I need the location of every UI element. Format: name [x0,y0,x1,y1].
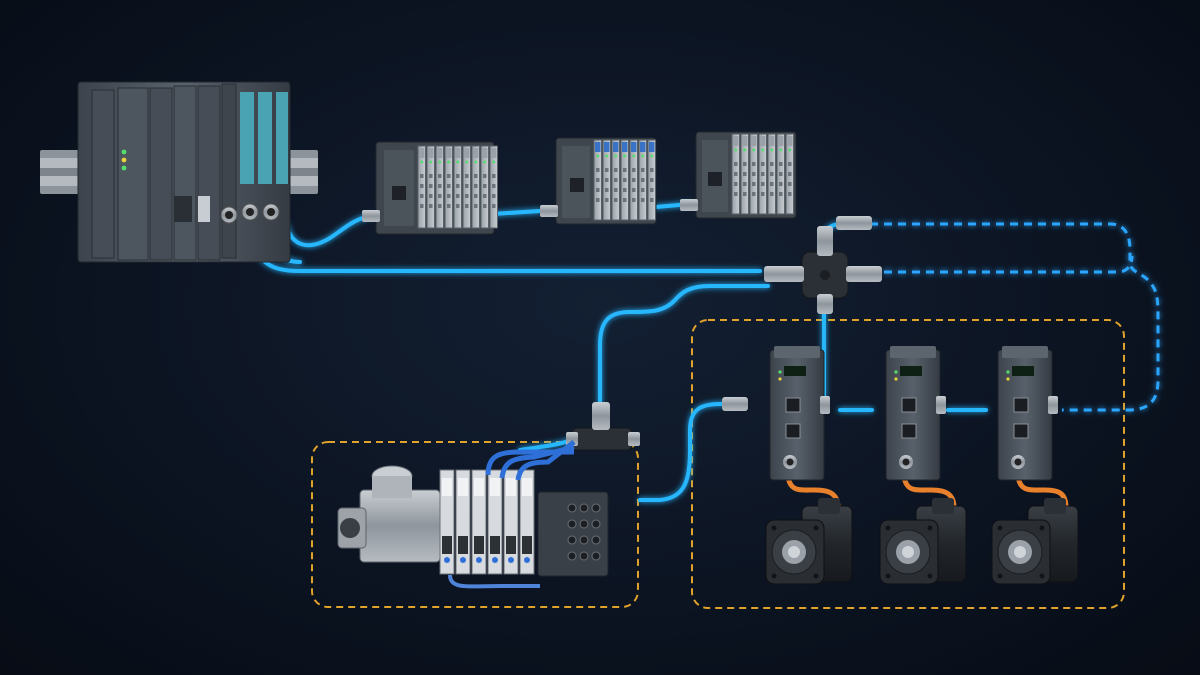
plc-rack-icon[interactable] [77,81,291,263]
bus-node-ports [567,503,601,561]
motors-group [765,498,1079,585]
io-module-icon[interactable] [555,137,657,225]
io-port [591,519,601,529]
link-plc-io1 [284,214,374,248]
plc-port-2[interactable] [241,203,259,221]
servo-drive-icon[interactable] [769,346,830,481]
link-plc-switch [246,220,762,273]
drives-group [769,346,1058,481]
servo-drive-icon[interactable] [997,346,1058,481]
connector-drive1-in [722,397,748,411]
encoder-cable-3 [1015,473,1069,511]
io-port [579,519,589,529]
connector-io1-in [362,210,380,222]
io-port [567,503,577,513]
io1-slots [417,145,498,229]
pneumatic-tubes [448,440,576,589]
servo-drive-icon[interactable] [885,346,946,481]
link-switch-ring-dashed [884,255,1134,274]
io-port [579,551,589,561]
io2-slots [593,139,656,221]
io-port [567,535,577,545]
io-port [579,503,589,513]
tee-connector-icon[interactable] [566,402,640,451]
pneumatics-group-outline [311,441,639,608]
io-port [579,535,589,545]
cable-layer [246,202,988,502]
link-switch-tee [598,284,770,407]
cross-connector-icon[interactable] [764,226,882,314]
servo-motor-icon[interactable] [765,498,853,585]
servo-motor-icon[interactable] [991,498,1079,585]
io-port [591,535,601,545]
io-port [591,551,601,561]
link-switch-drive3-dashed [870,222,1160,412]
valve-terminal-icon[interactable] [337,465,609,577]
plc-port-3[interactable] [262,203,280,221]
link-tee-drive1 [638,402,737,502]
connector-switch-top [836,216,872,230]
motion-group-outline [691,319,1125,609]
dashed-link-layer [870,222,1160,412]
io-port [567,519,577,529]
io3-slots [731,133,794,215]
connector-io2-in [540,205,558,217]
plc-port-1[interactable] [220,206,238,224]
connector-io3-in [680,199,698,211]
io-module-icon[interactable] [695,131,797,219]
link-io1-io2 [490,209,542,216]
io-port [591,503,601,513]
io-module-icon[interactable] [375,141,498,235]
servo-motor-icon[interactable] [879,498,967,585]
io-port [567,551,577,561]
